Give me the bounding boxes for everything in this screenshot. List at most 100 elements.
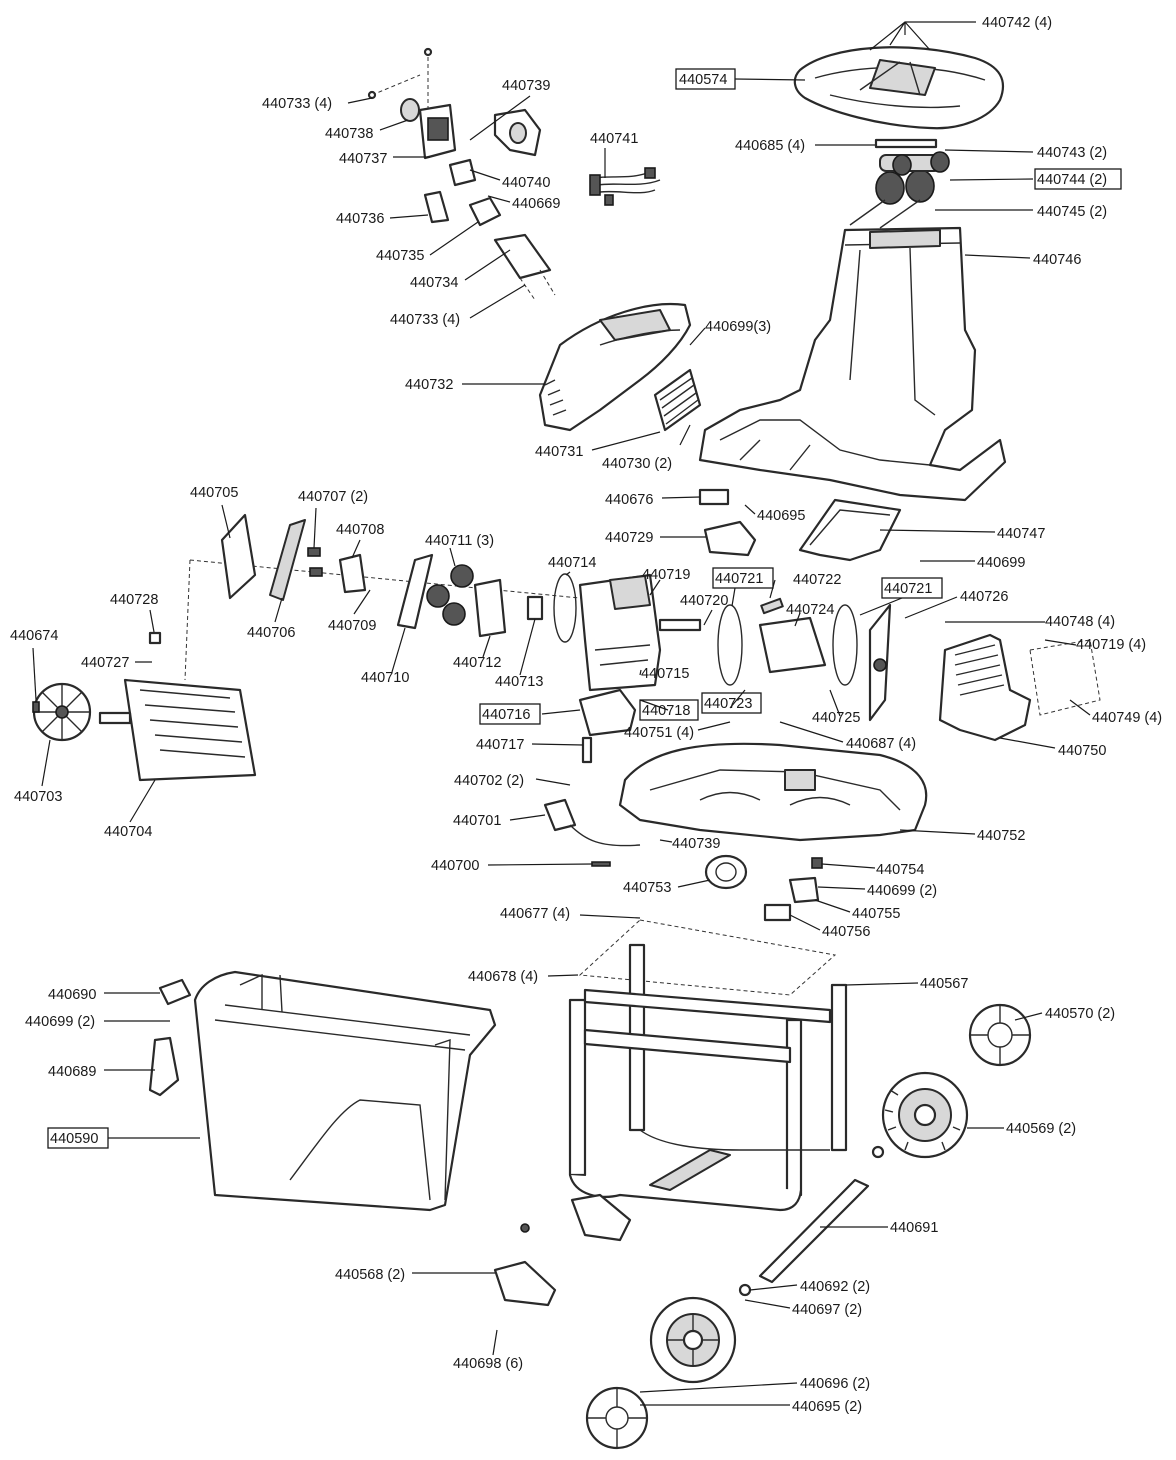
label-440689: 440689 xyxy=(48,1064,96,1080)
label-440699b: 440699 (2) xyxy=(867,883,937,899)
label-440745: 440745 (2) xyxy=(1037,204,1107,220)
part-440729 xyxy=(703,520,757,557)
base-plate xyxy=(618,742,928,842)
part-440728 xyxy=(148,631,162,645)
label-440570: 440570 (2) xyxy=(1045,1006,1115,1022)
label-440676: 440676 xyxy=(605,492,653,508)
feed-rollers xyxy=(849,138,950,229)
label-440735: 440735 xyxy=(376,248,424,264)
label-440574: 440574 xyxy=(679,72,727,88)
label-440698: 440698 (6) xyxy=(453,1356,523,1372)
label-440669: 440669 xyxy=(512,196,560,212)
bracket-440747 xyxy=(798,498,902,562)
label-440733a: 440733 (4) xyxy=(262,96,332,112)
fan xyxy=(32,682,92,742)
label-440701: 440701 xyxy=(453,813,501,829)
label-440752: 440752 xyxy=(977,828,1025,844)
label-440567: 440567 xyxy=(920,976,968,992)
part-440674 xyxy=(32,701,40,713)
label-440737: 440737 xyxy=(339,151,387,167)
part-440568b xyxy=(493,1260,557,1307)
part-440676 xyxy=(698,488,730,506)
part-440568a xyxy=(570,1193,632,1242)
grille xyxy=(653,368,702,432)
wiring-harness xyxy=(589,167,661,206)
part-440700 xyxy=(591,861,611,867)
label-440749: 440749 (4) xyxy=(1092,710,1162,726)
label-440733b: 440733 (4) xyxy=(390,312,460,328)
label-440747: 440747 xyxy=(997,526,1045,542)
label-440725: 440725 xyxy=(812,710,860,726)
part-440756 xyxy=(763,903,792,922)
label-440727: 440727 xyxy=(81,655,129,671)
label-440695b: 440695 (2) xyxy=(792,1399,862,1415)
leader-lines xyxy=(32,21,1091,1406)
part-440689 xyxy=(148,1036,180,1097)
label-440708: 440708 xyxy=(336,522,384,538)
label-440568: 440568 (2) xyxy=(335,1267,405,1283)
label-440678: 440678 (4) xyxy=(468,969,538,985)
label-440736: 440736 xyxy=(336,211,384,227)
label-440699c: 440699(3) xyxy=(705,319,771,335)
label-440702: 440702 (2) xyxy=(454,773,524,789)
label-440699a: 440699 xyxy=(977,555,1025,571)
label-440728: 440728 xyxy=(110,592,158,608)
label-440692: 440692 (2) xyxy=(800,1279,870,1295)
label-440741: 440741 xyxy=(590,131,638,147)
label-440729: 440729 xyxy=(605,530,653,546)
label-440704: 440704 xyxy=(104,824,152,840)
label-440740: 440740 xyxy=(502,175,550,191)
wheel-bottom xyxy=(649,1296,737,1384)
label-440739b: 440739 xyxy=(672,836,720,852)
power-cord xyxy=(543,798,641,847)
label-440732: 440732 xyxy=(405,377,453,393)
label-440697: 440697 (2) xyxy=(792,1302,862,1318)
label-440711: 440711 (3) xyxy=(425,533,494,549)
wheel-hubcap-top xyxy=(968,1003,1032,1067)
label-440695a: 440695 xyxy=(757,508,805,524)
motor xyxy=(98,678,257,782)
label-440703: 440703 xyxy=(14,789,62,805)
label-440590: 440590 xyxy=(50,1131,98,1147)
label-440738: 440738 xyxy=(325,126,373,142)
switch-assembly xyxy=(367,47,556,301)
label-440719b: 440719 (4) xyxy=(1076,637,1146,653)
label-440756: 440756 xyxy=(822,924,870,940)
label-440739a: 440739 xyxy=(502,78,550,94)
chute-tower xyxy=(698,226,1007,502)
label-440720: 440720 xyxy=(680,593,728,609)
part-labels: 440742 (4) 440574 440733 (4) 440739 4407… xyxy=(10,15,1162,1415)
frame xyxy=(568,919,848,1212)
label-440687: 440687 (4) xyxy=(846,736,916,752)
label-440709: 440709 xyxy=(328,618,376,634)
label-440730: 440730 (2) xyxy=(602,456,672,472)
label-440691: 440691 xyxy=(890,1220,938,1236)
label-440719a: 440719 xyxy=(642,567,690,583)
label-440722: 440722 xyxy=(793,572,841,588)
label-440734: 440734 xyxy=(410,275,458,291)
side-panel xyxy=(938,633,1101,742)
label-440700: 440700 xyxy=(431,858,479,874)
label-boxes xyxy=(47,68,1122,1149)
label-440714: 440714 xyxy=(548,555,596,571)
label-440716: 440716 xyxy=(482,707,530,723)
wheel-hubcap-bottom xyxy=(585,1386,649,1450)
label-440742: 440742 (4) xyxy=(982,15,1052,31)
drive-assembly xyxy=(184,513,892,722)
label-440712: 440712 xyxy=(453,655,501,671)
label-440726: 440726 xyxy=(960,589,1008,605)
wheel-top xyxy=(881,1071,969,1159)
label-440713: 440713 xyxy=(495,674,543,690)
axle xyxy=(738,1145,885,1297)
part-440717 xyxy=(581,736,593,764)
label-440706: 440706 xyxy=(247,625,295,641)
label-440751: 440751 (4) xyxy=(624,725,694,741)
label-440710: 440710 xyxy=(361,670,409,686)
hopper-lid xyxy=(793,46,1005,130)
label-440674: 440674 xyxy=(10,628,58,644)
part-440698 xyxy=(520,1223,530,1233)
part-440754 xyxy=(811,857,823,869)
label-440569: 440569 (2) xyxy=(1006,1121,1076,1137)
